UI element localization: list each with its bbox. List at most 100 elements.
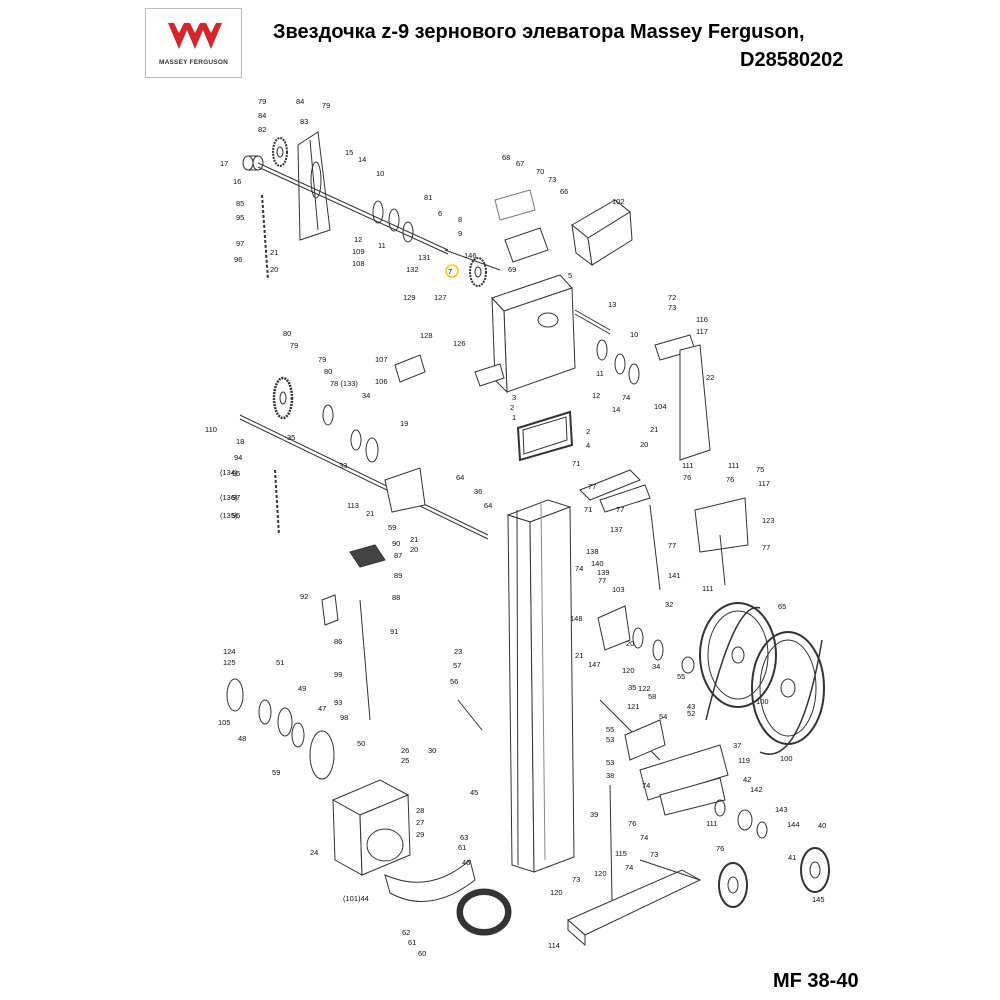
callout-number: 111 [728, 461, 739, 470]
sprocket-78 [272, 376, 294, 420]
callout-number: 54 [659, 712, 667, 721]
callout-number: 51 [276, 658, 284, 667]
part-number: D28580202 [740, 49, 844, 71]
callout-number: 97 [232, 493, 240, 502]
bracket-71 [579, 469, 641, 501]
callout-number: 32 [665, 600, 673, 609]
callout-number: 21 [270, 248, 278, 257]
callout-number: 21 [410, 535, 418, 544]
callout-number: 37 [733, 741, 741, 750]
callout-number: (135) [220, 511, 238, 520]
callout-number: 20 [270, 265, 278, 274]
callout-number: 73 [650, 850, 658, 859]
callout-number: 128 [420, 331, 433, 340]
callout-number: 20 [626, 639, 634, 648]
callout-number: 6 [438, 209, 442, 218]
callout-number: 84 [258, 111, 266, 120]
callout-number: 106 [375, 377, 388, 386]
callout-number: 67 [516, 159, 524, 168]
callout-number: 108 [352, 259, 365, 268]
callout-number: 103 [612, 585, 625, 594]
callout-number: 46 [462, 858, 470, 867]
callout-number: 5 [568, 271, 572, 280]
callout-number: 131 [418, 253, 431, 262]
callout-number: 73 [548, 175, 556, 184]
callout-number: 123 [762, 516, 775, 525]
middle-shaft [239, 418, 489, 540]
callout-number: 76 [683, 473, 691, 482]
bearing-ring [291, 722, 305, 748]
callout-number: 82 [258, 125, 266, 134]
callout-number: 84 [296, 97, 304, 106]
elevator-column [506, 499, 575, 873]
callout-number: 76 [716, 844, 724, 853]
triple-triangle-logo-icon [168, 23, 222, 49]
callout-number: 121 [627, 702, 640, 711]
bearing-ring [350, 429, 362, 451]
chain-case-38 [659, 777, 726, 816]
callout-number: 98 [340, 713, 348, 722]
page-title: Звездочка z-9 зернового элеватора Massey… [273, 21, 805, 43]
middle-shaft [239, 414, 489, 536]
callout-number: 90 [392, 539, 400, 548]
bracket-15 [297, 131, 331, 241]
callout-number: 59 [272, 768, 280, 777]
callout-number: 141 [668, 571, 681, 580]
bearing-housing [474, 363, 505, 387]
callout-number: 83 [300, 117, 308, 126]
callout-number: 56 [450, 677, 458, 686]
plate-92 [321, 594, 339, 626]
spacer-16 [242, 155, 264, 171]
callout-number: 26 [401, 746, 409, 755]
callout-number: 100 [756, 697, 769, 706]
pulley-41 [718, 847, 830, 908]
callout-number: 111 [706, 819, 717, 828]
bearing-ring [714, 799, 726, 817]
bearing-ring [322, 404, 334, 426]
chain-left [261, 194, 280, 536]
callout-number: 117 [696, 327, 708, 336]
callout-number: 92 [300, 592, 308, 601]
chain-case-119 [639, 744, 729, 801]
callout-number: 85 [236, 199, 244, 208]
bearing-ring [756, 821, 768, 839]
callout-number: 120 [550, 888, 563, 897]
callout-number: 50 [357, 739, 365, 748]
pulley-65 [699, 602, 825, 745]
callout-number: 62 [402, 928, 410, 937]
callout-number: 74 [622, 393, 630, 402]
bracket-71 [599, 484, 651, 513]
frame-114 [567, 784, 702, 947]
callout-number: 119 [738, 756, 750, 765]
callout-number: 33 [339, 461, 347, 470]
plate-87 [349, 544, 386, 568]
sprocket-142 [737, 809, 753, 831]
bearing-ring [365, 437, 379, 463]
callout-number: 132 [406, 265, 419, 274]
callout-number: 71 [584, 505, 592, 514]
logo-text: MASSEY FERGUSON [159, 59, 228, 66]
callout-number: 129 [403, 293, 416, 302]
callout-number: 71 [572, 459, 580, 468]
callout-number: 110 [205, 425, 217, 434]
callout-number: 23 [454, 647, 462, 656]
callout-number: 145 [812, 895, 825, 904]
bearing-ring [614, 353, 626, 375]
callout-number: 35 [287, 433, 295, 442]
callout-number: 74 [625, 863, 633, 872]
callout-number: 72 [668, 293, 676, 302]
massey-ferguson-logo: MASSEY FERGUSON [145, 8, 242, 78]
callout-number: 76 [628, 819, 636, 828]
shaft-13 [574, 309, 611, 331]
callout-number: 117 [758, 479, 770, 488]
bearing-ring [681, 656, 695, 674]
model-label: MF 38-40 [773, 970, 859, 992]
callout-number: 107 [375, 355, 388, 364]
callout-number: 4 [586, 441, 590, 450]
callout-number: 95 [232, 469, 240, 478]
callout-number: 109 [352, 247, 365, 256]
callout-number: 16 [233, 177, 241, 186]
callout-number: 38 [606, 771, 614, 780]
